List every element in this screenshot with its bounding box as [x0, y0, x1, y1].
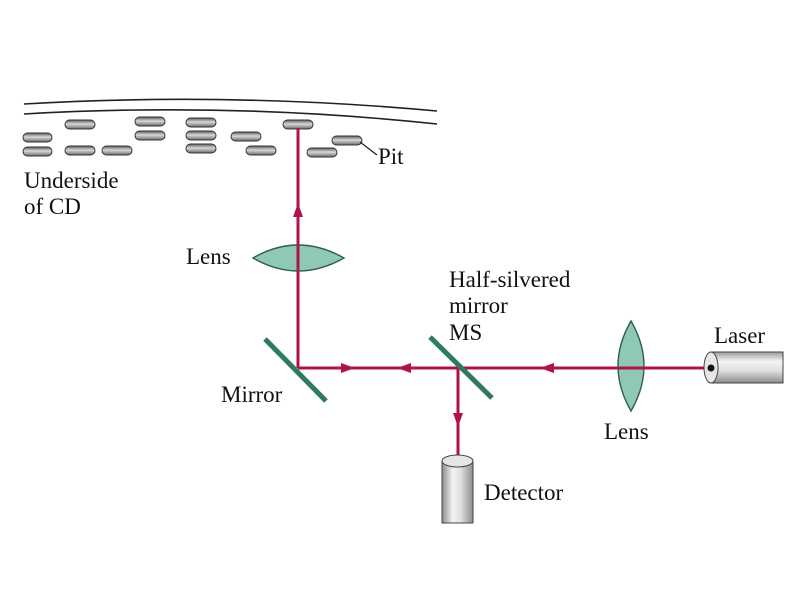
- cd-surface-line-inner: [23, 108, 438, 125]
- pit: [331, 135, 363, 146]
- pit-leader-line: [359, 141, 378, 156]
- pit: [101, 145, 133, 156]
- label-mirror: Mirror: [221, 382, 283, 407]
- cylinder-icon: [441, 460, 474, 524]
- label-half-silvered-line3: MS: [449, 320, 482, 345]
- pit: [64, 145, 96, 156]
- arrowhead-icon: [453, 413, 463, 427]
- detector: [441, 454, 474, 524]
- pit: [134, 130, 166, 141]
- pit: [185, 130, 217, 141]
- beam-arrows: [293, 203, 554, 427]
- arrowhead-icon: [397, 363, 411, 373]
- pit: [245, 145, 277, 156]
- plane-mirror-icon: [263, 337, 328, 403]
- pit: [306, 147, 338, 158]
- cd-surface-line-outer: [23, 98, 438, 112]
- label-laser: Laser: [714, 323, 765, 348]
- pit: [230, 131, 262, 142]
- label-detector: Detector: [484, 480, 564, 505]
- arrowhead-icon: [341, 363, 355, 373]
- pit: [185, 143, 217, 154]
- label-half-silvered-line2: mirror: [449, 293, 508, 318]
- cd-pits: [22, 116, 363, 158]
- pit: [64, 119, 96, 130]
- label-half-silvered-line1: Half-silvered: [449, 267, 571, 292]
- half-silvered-mirror-icon: [428, 335, 494, 400]
- laser-emitter-dot: [707, 364, 715, 372]
- pit: [22, 132, 53, 143]
- laser-source: [703, 351, 784, 384]
- label-pit: Pit: [378, 144, 404, 169]
- pit: [282, 119, 314, 130]
- label-underside-of-cd-line2: of CD: [24, 194, 81, 219]
- pit: [185, 117, 217, 128]
- pit: [22, 146, 53, 157]
- arrowhead-icon: [540, 363, 554, 373]
- arrowhead-icon: [293, 203, 303, 217]
- cylinder-icon: [710, 351, 784, 384]
- label-underside-of-cd-line1: Underside: [24, 168, 119, 193]
- label-lens-top: Lens: [186, 244, 231, 269]
- detector-aperture: [441, 454, 474, 468]
- pit: [134, 116, 166, 127]
- label-lens-right: Lens: [604, 419, 649, 444]
- convex-lens-icon: [617, 319, 645, 413]
